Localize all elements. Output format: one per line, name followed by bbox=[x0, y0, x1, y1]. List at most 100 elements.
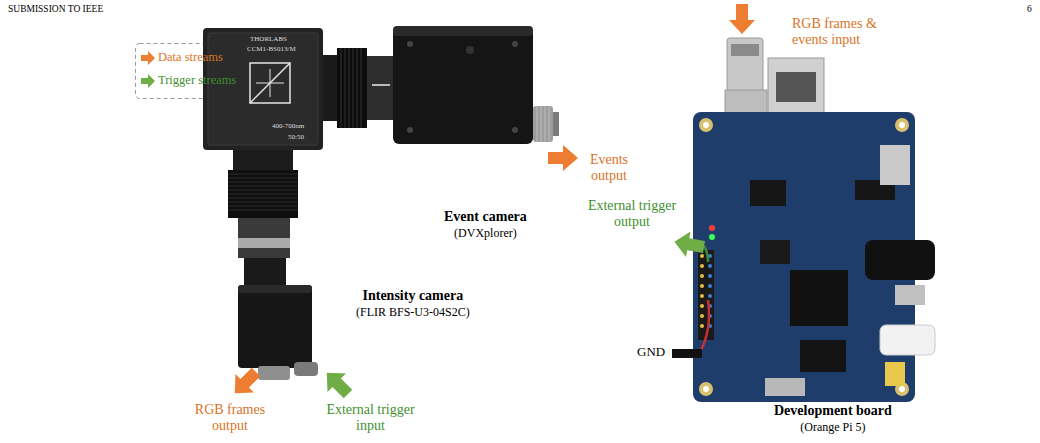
event-camera-body bbox=[512, 127, 518, 133]
stream-arrows bbox=[672, 229, 706, 260]
dev-board bbox=[703, 386, 709, 392]
device-caption: Development board(Orange Pi 5) bbox=[774, 403, 892, 434]
beamsplitter-cube bbox=[203, 28, 323, 150]
wires bbox=[672, 349, 702, 358]
dev-board bbox=[800, 340, 846, 372]
event-camera-body bbox=[533, 106, 553, 142]
dev-board bbox=[880, 145, 910, 185]
dev-board bbox=[790, 270, 848, 326]
dev-board bbox=[700, 274, 704, 278]
dev-board bbox=[750, 180, 786, 206]
dev-board bbox=[693, 38, 935, 402]
dev-board bbox=[727, 38, 763, 93]
stream-label: RGB frames output bbox=[192, 402, 268, 434]
event-camera-body bbox=[393, 26, 533, 144]
device-name: Development board bbox=[774, 403, 892, 420]
dev-board bbox=[700, 324, 704, 328]
stream-arrows bbox=[548, 145, 578, 171]
event-camera-body bbox=[407, 127, 413, 133]
intensity-lens bbox=[228, 174, 298, 210]
dev-board bbox=[708, 274, 712, 278]
dev-board bbox=[709, 234, 715, 240]
dev-board bbox=[700, 284, 704, 288]
beamsplitter-cube bbox=[208, 33, 318, 145]
intensity-camera-body bbox=[238, 285, 312, 368]
part-marking: 50:50 bbox=[288, 133, 304, 141]
intensity-lens bbox=[238, 218, 290, 258]
stream-arrows bbox=[226, 363, 266, 403]
dev-board bbox=[899, 122, 905, 128]
stream-arrows bbox=[729, 4, 755, 34]
dev-board bbox=[700, 254, 704, 258]
event-camera-body bbox=[393, 26, 533, 36]
dev-board bbox=[880, 325, 935, 355]
device-name: Intensity camera bbox=[356, 288, 470, 305]
intensity-camera-body bbox=[258, 366, 290, 380]
page-number: 6 bbox=[1027, 4, 1032, 15]
dev-board bbox=[699, 382, 713, 396]
intensity-lens bbox=[228, 150, 298, 286]
legend-text: Data streams bbox=[158, 50, 223, 64]
intensity-lens bbox=[238, 238, 290, 248]
stream-label: External trigger input bbox=[318, 402, 423, 434]
stream-label: Events output bbox=[580, 152, 638, 184]
beamsplitter-cube bbox=[270, 69, 271, 97]
event-camera-body bbox=[512, 41, 518, 47]
dev-board bbox=[865, 240, 935, 280]
legend-swatch bbox=[140, 50, 156, 66]
dev-board bbox=[698, 250, 714, 340]
dev-board bbox=[885, 362, 905, 386]
intensity-lens bbox=[228, 170, 298, 218]
wires bbox=[700, 300, 709, 352]
event-camera-body bbox=[407, 41, 413, 47]
part-marking: CCM1-BS013/M bbox=[247, 45, 296, 53]
event-camera-body bbox=[553, 112, 559, 136]
intensity-camera-body bbox=[238, 285, 312, 293]
part-marking: 400-700nm bbox=[272, 122, 304, 130]
dev-board bbox=[708, 284, 712, 288]
dev-board bbox=[708, 264, 712, 268]
intensity-camera-body bbox=[294, 362, 318, 376]
device-name: Event camera bbox=[444, 209, 527, 226]
event-lens bbox=[367, 56, 395, 120]
dev-board bbox=[700, 304, 704, 308]
intensity-lens bbox=[233, 150, 293, 170]
event-lens bbox=[341, 48, 361, 128]
legend-swatch bbox=[140, 73, 156, 89]
beamsplitter-cube bbox=[250, 63, 290, 103]
dev-board bbox=[765, 378, 805, 396]
intensity-lens bbox=[244, 258, 286, 286]
stream-label: RGB frames & events input bbox=[792, 16, 904, 48]
device-model: (DVXplorer) bbox=[444, 226, 527, 240]
dev-board bbox=[709, 225, 715, 231]
event-lens bbox=[337, 48, 367, 128]
dev-board bbox=[776, 72, 816, 102]
running-header: SUBMISSION TO IEEE bbox=[8, 4, 103, 15]
event-lens bbox=[323, 55, 337, 121]
device-model: (FLIR BFS-U3-04S2C) bbox=[356, 305, 470, 319]
dev-board bbox=[700, 314, 704, 318]
part-marking: THORLABS bbox=[250, 35, 287, 43]
device-caption: Intensity camera(FLIR BFS-U3-04S2C) bbox=[356, 288, 470, 319]
dev-board bbox=[708, 294, 712, 298]
dev-board bbox=[895, 118, 909, 132]
dev-board bbox=[731, 44, 759, 56]
stream-arrows bbox=[318, 364, 358, 404]
beamsplitter-cube bbox=[250, 63, 290, 103]
dev-board bbox=[700, 294, 704, 298]
pin-name: GND bbox=[637, 345, 665, 360]
dev-board bbox=[760, 240, 790, 264]
dev-board bbox=[699, 118, 713, 132]
dev-board bbox=[700, 264, 704, 268]
device-caption: Event camera(DVXplorer) bbox=[444, 209, 527, 240]
legend-arrow bbox=[141, 74, 155, 88]
event-camera-body bbox=[393, 26, 559, 144]
legend-arrow bbox=[141, 51, 155, 65]
wires bbox=[704, 246, 708, 262]
event-camera-body bbox=[537, 106, 549, 142]
dev-board bbox=[895, 285, 925, 305]
event-camera-body bbox=[466, 46, 474, 54]
wires bbox=[672, 246, 709, 358]
intensity-camera-body bbox=[238, 285, 318, 380]
